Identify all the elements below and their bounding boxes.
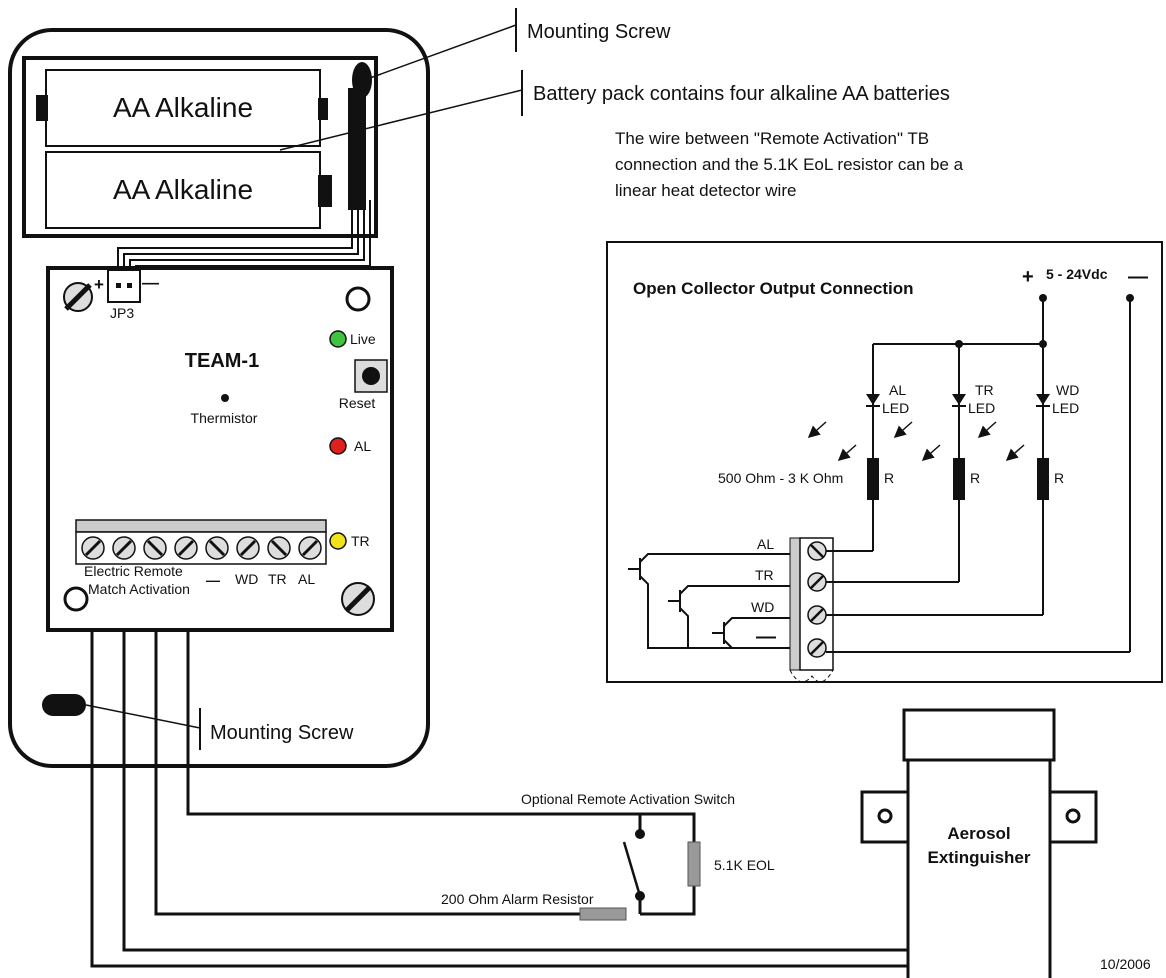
callouts: Mounting Screw Battery pack contains fou… (85, 8, 950, 750)
board-hole-bottom-left (63, 586, 89, 612)
oc-plus: + (1022, 266, 1034, 288)
terminal-tr: TR (268, 571, 287, 587)
terminal-al: AL (298, 571, 315, 587)
out-wd-label: WD (751, 599, 774, 615)
aerosol-extinguisher: Aerosol Extinguisher (860, 708, 1098, 978)
led-wd-label1: WD (1056, 382, 1079, 398)
led-al-label2: LED (882, 400, 909, 416)
battery-cell-1 (45, 69, 321, 147)
reset-label: Reset (339, 395, 376, 411)
terminal-wd: WD (235, 571, 258, 587)
jp3-minus: — (142, 273, 159, 292)
transistors (628, 553, 790, 649)
tr-led-diode-icon (952, 394, 966, 405)
alarm-resistor-label: 200 Ohm Alarm Resistor (441, 891, 594, 907)
battery-cell-2 (45, 151, 321, 229)
terminal-block (75, 519, 327, 533)
wd-led-diode-icon (1036, 394, 1050, 405)
branch-tr (952, 344, 966, 582)
led-tr-label2: LED (968, 400, 995, 416)
mounting-screw-bottom (42, 694, 86, 716)
thermistor-dot (221, 394, 229, 402)
live-led-label: Live (350, 331, 376, 347)
al-resistor (867, 458, 879, 500)
board-hole-top-right (345, 286, 371, 312)
mounting-screw-top-label: Mounting Screw (527, 21, 671, 43)
led-tr-label1: TR (975, 382, 994, 398)
led-wd-label2: LED (1052, 400, 1079, 416)
switch-contact-bottom (635, 891, 645, 901)
extinguisher-label-1: Aerosol (947, 824, 1010, 843)
battery-pack: AA Alkaline AA Alkaline (22, 56, 378, 268)
tr-resistor (953, 458, 965, 500)
oc-supply: 5 - 24Vdc (1046, 266, 1108, 282)
out-al-label: AL (757, 536, 774, 552)
external-wiring (90, 630, 910, 968)
mounting-screw-bottom-label: Mounting Screw (210, 722, 354, 744)
board-title: TEAM-1 (185, 350, 259, 372)
out-tr-label: TR (755, 567, 774, 583)
battery-cell-2-label: AA Alkaline (113, 174, 253, 205)
light-arrows (807, 421, 1025, 461)
thermistor-label: Thermistor (191, 410, 258, 426)
eol-label: 5.1K EOL (714, 857, 775, 873)
note-line3: linear heat detector wire (615, 181, 796, 200)
led-al-label1: AL (889, 382, 906, 398)
alarm-resistor (579, 907, 627, 921)
wd-resistor (1037, 458, 1049, 500)
al-led-diode-icon (866, 394, 880, 405)
oc-panel: Open Collector Output Connection + 5 - 2… (606, 241, 1163, 683)
branch-al (866, 344, 880, 551)
terminal-screws (81, 536, 322, 560)
battery-cell-1-label: AA Alkaline (113, 92, 253, 123)
terminal-label-row1: Electric Remote (84, 563, 183, 579)
extinguisher-label-2: Extinguisher (928, 848, 1031, 867)
r2-label: R (970, 470, 980, 486)
note-line2: connection and the 5.1K EoL resistor can… (615, 155, 964, 174)
date-label: 10/2006 (1100, 956, 1151, 972)
r3-label: R (1054, 470, 1064, 486)
out-gnd-label: — (756, 626, 776, 648)
note-line1: The wire between "Remote Activation" TB (615, 129, 929, 148)
terminal-minus: — (206, 572, 220, 588)
switch-contact-top (635, 829, 645, 839)
oc-minus: — (1128, 266, 1148, 288)
mounting-screw-top (352, 62, 372, 98)
oc-panel-title: Open Collector Output Connection (633, 279, 913, 298)
switch-label: Optional Remote Activation Switch (521, 791, 735, 807)
resistor-range-label: 500 Ohm - 3 K Ohm (718, 470, 843, 486)
al-led-icon (329, 437, 347, 455)
live-led-icon (329, 330, 347, 348)
jp3-connector (107, 269, 141, 303)
branch-wd (1036, 344, 1050, 615)
r1-label: R (884, 470, 894, 486)
tr-led-label: TR (351, 533, 370, 549)
terminal-label-row2: Match Activation (88, 581, 190, 597)
battery-pack-label: Battery pack contains four alkaline AA b… (533, 83, 950, 105)
jp3-plus: + (94, 275, 104, 294)
circuit-board: + — JP3 TEAM-1 Thermistor Live Reset AL … (46, 266, 394, 632)
al-led-label: AL (354, 438, 371, 454)
eol-resistor (687, 841, 701, 887)
oc-terminal-strip (789, 537, 801, 671)
jp3-label: JP3 (110, 305, 134, 321)
note: The wire between "Remote Activation" TB … (615, 129, 964, 200)
tr-led-icon (329, 532, 347, 550)
